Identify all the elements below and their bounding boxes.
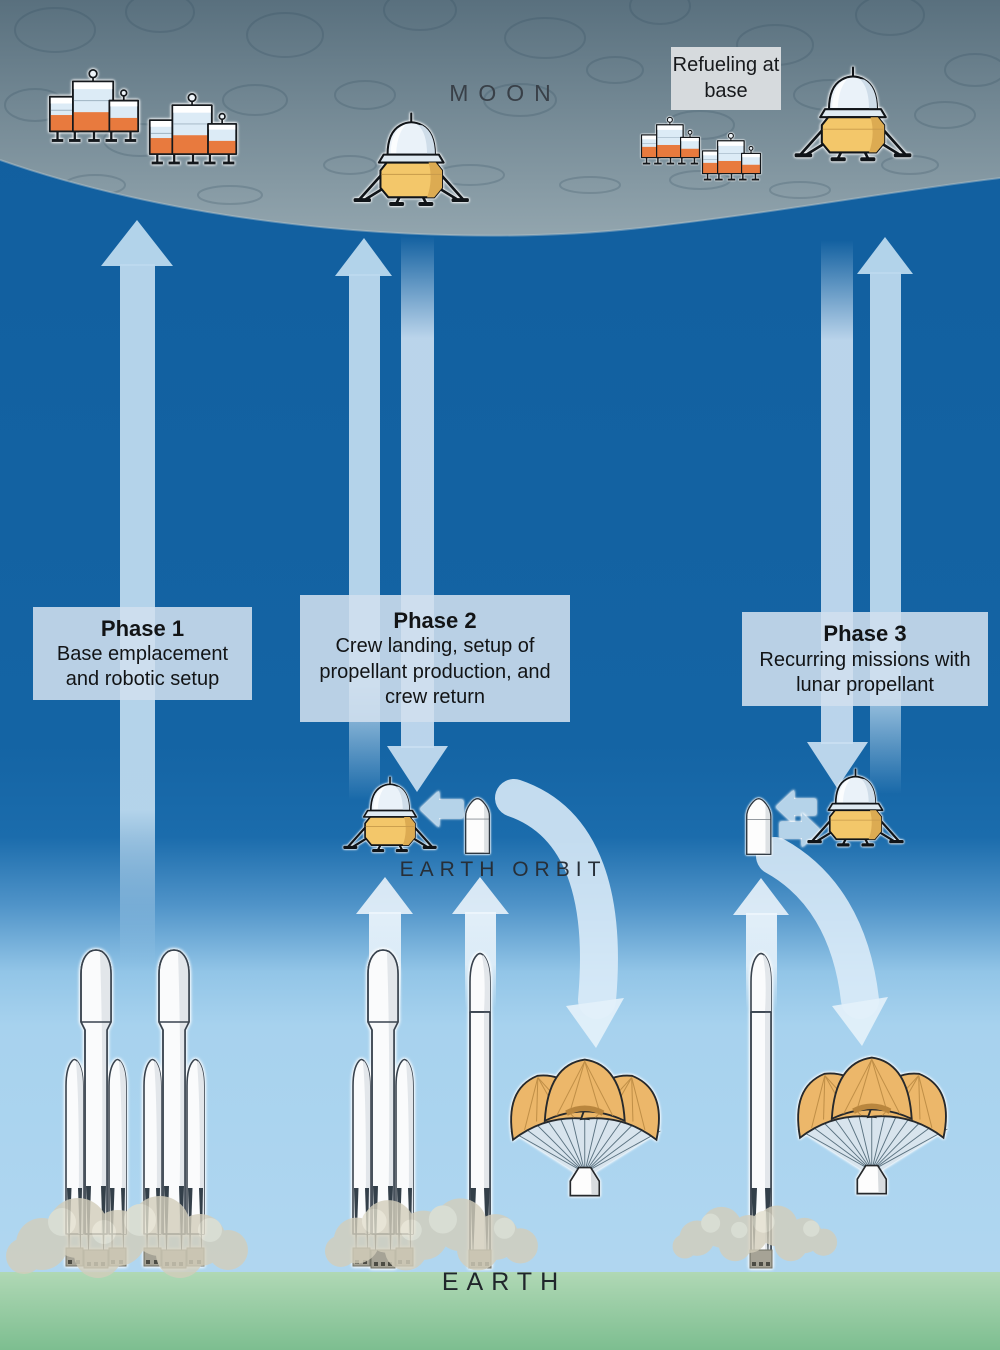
earth-ground: [0, 1272, 1000, 1350]
phase-3-description: Recurring missions with lunar propellant: [759, 648, 971, 696]
transfer-arrow-phase2: [420, 791, 463, 827]
transfer-arrow-phase3-left: [776, 790, 816, 824]
orbit-capsule-phase3: [746, 798, 772, 855]
phase-2-box: Phase 2 Crew landing, setup of propellan…: [300, 595, 570, 722]
phase2-reentry-arrow: [495, 779, 624, 1048]
phase-2-description: Crew landing, setup of propellant produc…: [319, 635, 551, 708]
refueling-at-base-label: Refueling at base: [671, 47, 781, 110]
orbit-capsule-phase2: [465, 798, 490, 854]
phase3-reentry-arrow: [756, 837, 888, 1046]
phase-1-description: Base emplacement and robotic setup: [56, 643, 229, 691]
phase3-ascent-arrow: [857, 237, 913, 794]
moon-label: MOON: [449, 80, 561, 106]
transfer-arrow-phase3-right: [780, 813, 820, 847]
earth-orbit-label: EARTH ORBIT: [399, 858, 607, 881]
earth-label: EARTH: [441, 1268, 567, 1296]
phase-3-box: Phase 3 Recurring missions with lunar pr…: [742, 612, 988, 706]
phase-3-title: Phase 3: [823, 621, 907, 647]
phase-2-title: Phase 2: [393, 607, 477, 633]
phase-1-box: Phase 1 Base emplacement and robotic set…: [33, 607, 252, 700]
phase-1-title: Phase 1: [100, 615, 185, 641]
